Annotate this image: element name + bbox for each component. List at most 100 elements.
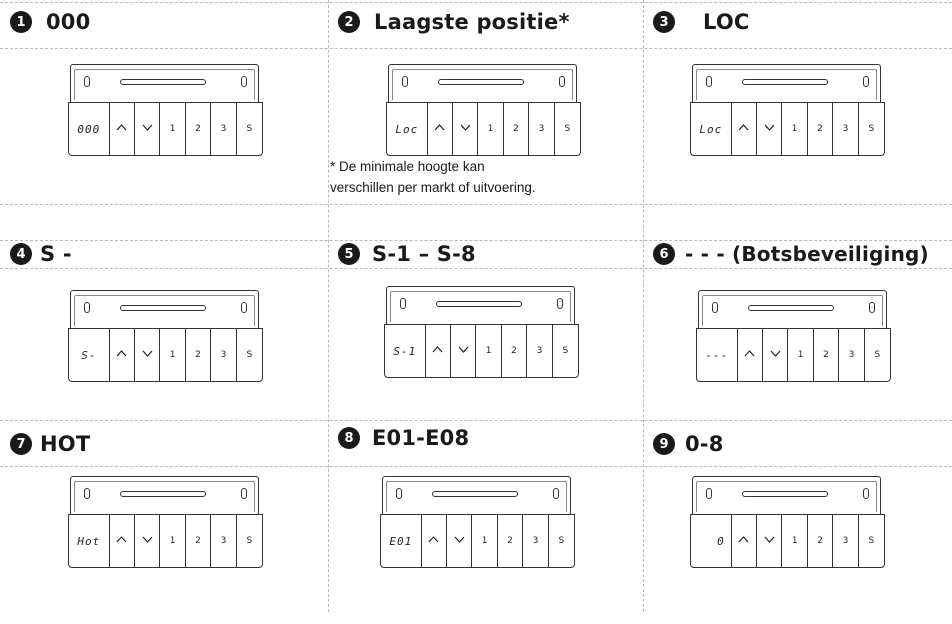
light-strip-icon <box>432 491 518 497</box>
display-readout: 0 <box>691 515 732 567</box>
grid-divider-horizontal-3b <box>0 466 952 467</box>
chevron-up-icon <box>738 124 749 134</box>
step-number-badge: 2 <box>338 11 360 33</box>
panel-title: 0-8 <box>685 432 724 456</box>
display-readout: 000 <box>69 103 110 155</box>
panel-5: 5 S-1 – S-8 <box>328 240 644 444</box>
up-key <box>110 329 136 381</box>
display-readout: --- <box>697 329 738 381</box>
grid-divider-horizontal-1b <box>0 204 952 205</box>
memory-key-2: 2 <box>502 325 528 377</box>
panel-title: S-1 – S-8 <box>372 242 476 266</box>
memory-key-1: 1 <box>782 103 808 155</box>
chevron-down-icon <box>764 124 775 134</box>
panel-header: 8 E01-E08 <box>338 426 469 450</box>
memory-key-2: 2 <box>186 515 212 567</box>
control-box-top <box>698 290 887 328</box>
panel-header: 4 S - <box>10 242 72 266</box>
chevron-down-icon <box>454 536 465 546</box>
save-key: S <box>246 536 253 546</box>
led-indicator-icon <box>863 488 869 499</box>
display-readout: E01 <box>381 515 422 567</box>
light-strip-icon <box>748 305 834 311</box>
memory-key-2: 2 <box>814 329 840 381</box>
memory-key-3: 3 <box>523 515 549 567</box>
up-key <box>426 325 452 377</box>
chevron-down-icon <box>142 350 153 360</box>
led-indicator-icon <box>712 302 718 313</box>
grid-divider-horizontal-2b <box>0 268 952 269</box>
panel-header: 1 000 <box>10 10 90 34</box>
control-box-top <box>70 64 259 102</box>
panel-title: S - <box>40 242 72 266</box>
led-indicator-icon <box>400 298 406 309</box>
led-indicator-icon <box>84 302 90 313</box>
save-key: S <box>558 536 565 546</box>
led-indicator-icon <box>241 76 247 87</box>
panel-2: 2 Laagste positie* <box>328 0 644 204</box>
memory-key-3: 3 <box>529 103 555 155</box>
step-number-badge: 9 <box>653 433 675 455</box>
display-readout: Loc <box>691 103 732 155</box>
memory-key-3: 3 <box>211 515 237 567</box>
control-box-top <box>388 64 577 102</box>
display-readout: Loc <box>387 103 428 155</box>
panel-title: HOT <box>40 432 91 456</box>
led-indicator-icon <box>869 302 875 313</box>
step-number-badge: 3 <box>653 11 675 33</box>
led-indicator-icon <box>706 76 712 87</box>
panel-title: E01-E08 <box>372 426 470 450</box>
led-indicator-icon <box>559 76 565 87</box>
panel-header: 6 - - - (Botsbeveiliging) <box>653 242 929 266</box>
up-key <box>732 515 758 567</box>
save-key: S <box>874 350 881 360</box>
grid-divider-horizontal-3a <box>0 420 952 421</box>
led-indicator-icon <box>557 298 563 309</box>
down-key <box>135 103 161 155</box>
chevron-up-icon <box>116 124 127 134</box>
led-indicator-icon <box>84 488 90 499</box>
grid-divider-horizontal-top <box>0 2 952 3</box>
display-readout: Hot <box>69 515 110 567</box>
footnote: * De minimale hoogte kan verschillen per… <box>330 156 536 198</box>
down-key <box>453 103 479 155</box>
up-key <box>422 515 448 567</box>
light-strip-icon <box>742 491 828 497</box>
light-strip-icon <box>120 79 206 85</box>
step-number-badge: 7 <box>10 433 32 455</box>
chevron-up-icon <box>116 536 127 546</box>
chevron-down-icon <box>142 536 153 546</box>
light-strip-icon <box>742 79 828 85</box>
memory-key-2: 2 <box>186 329 212 381</box>
step-number-badge: 5 <box>338 243 360 265</box>
chevron-up-icon <box>738 536 749 546</box>
down-key <box>447 515 473 567</box>
panel-3: 3 LOC <box>643 0 952 204</box>
panel-9: 9 0-8 <box>643 420 952 624</box>
down-key <box>757 515 783 567</box>
panel-header: 2 Laagste positie* <box>338 10 570 34</box>
memory-key-1: 1 <box>472 515 498 567</box>
memory-key-3: 3 <box>211 329 237 381</box>
panel-header: 3 LOC <box>653 10 750 34</box>
up-key <box>738 329 764 381</box>
down-key <box>763 329 789 381</box>
up-key <box>732 103 758 155</box>
memory-key-1: 1 <box>160 329 186 381</box>
up-key <box>110 103 136 155</box>
chevron-up-icon <box>428 536 439 546</box>
led-indicator-icon <box>241 302 247 313</box>
light-strip-icon <box>438 79 524 85</box>
memory-key-3: 3 <box>833 515 859 567</box>
save-key: S <box>562 346 569 356</box>
